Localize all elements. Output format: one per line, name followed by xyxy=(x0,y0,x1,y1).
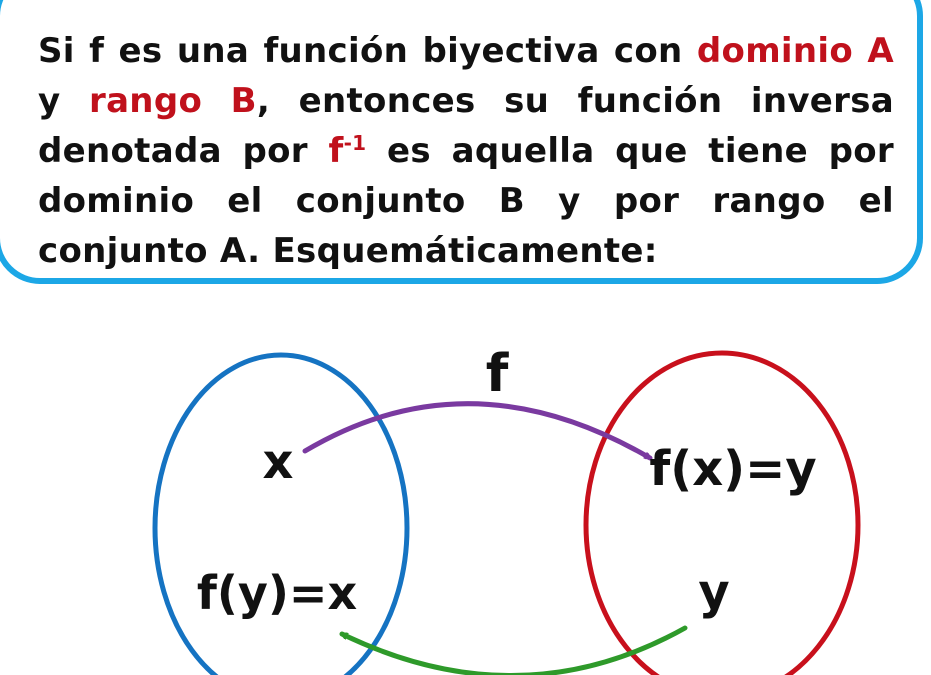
left-set-bottom-label: f(y)=x xyxy=(197,566,357,620)
right-set-top-label: f(x)=y xyxy=(649,441,816,497)
right-set-bottom-label: y xyxy=(698,564,729,620)
definition-segment-text: y xyxy=(38,81,89,121)
left-set-ellipse xyxy=(152,352,410,675)
arrow-f-label: f xyxy=(486,344,510,404)
definition-segment: Si f es una función biyectiva con xyxy=(38,31,697,71)
definition-segment-text: dominio A xyxy=(696,31,894,71)
definition-segment: y xyxy=(38,81,89,121)
definition-segment: , entonces su función inversa denotada p… xyxy=(38,81,894,171)
definition-highlight: rango B xyxy=(89,81,257,121)
left-set-top-label: x xyxy=(263,434,294,490)
definition-highlight: dominio A xyxy=(697,31,894,71)
definition-segment-text: rango B xyxy=(89,81,257,121)
definition-text: Si f es una función biyectiva con domini… xyxy=(38,26,894,276)
definition-segment-text: , entonces su función inversa denotada p… xyxy=(38,81,895,171)
definition-segment-text: es aquella que tiene por dominio el conj… xyxy=(38,131,894,271)
definition-box xyxy=(0,0,923,284)
definition-segment-text: Si f es una función biyectiva con xyxy=(38,31,697,71)
definition-segment: es aquella que tiene por dominio el conj… xyxy=(38,131,894,271)
inverse-superscript: -1 xyxy=(343,131,367,155)
right-set-ellipse xyxy=(583,350,861,675)
arrow-f-inverse xyxy=(342,625,688,675)
definition-segment-text: f xyxy=(328,131,344,171)
arrow-f xyxy=(302,401,650,461)
definition-highlight: f-1 xyxy=(328,131,366,171)
